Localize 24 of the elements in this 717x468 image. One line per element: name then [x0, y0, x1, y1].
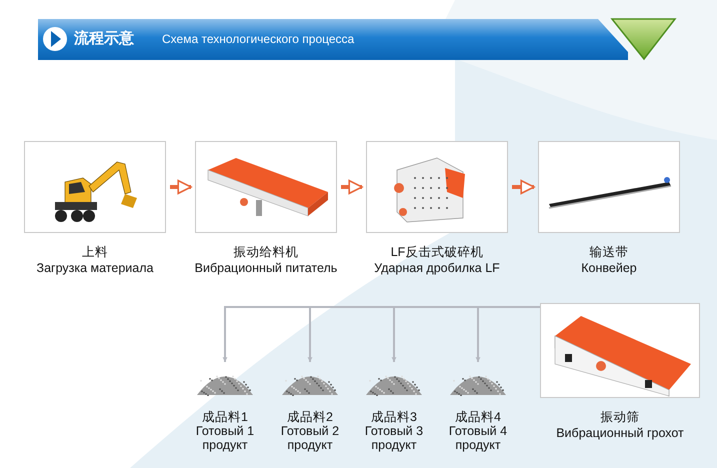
russian-caption: Вибрационный питатель: [194, 261, 338, 275]
chinese-caption: LF反击式破碎机: [390, 245, 484, 259]
russian-caption: Загрузка материала: [36, 261, 154, 275]
block-arrow: [341, 180, 363, 194]
russian-caption: Конвейер: [580, 261, 638, 275]
russian-caption: Готовый 2 продукт: [280, 424, 340, 452]
russian-caption: Готовый 3 продукт: [364, 424, 424, 452]
chinese-caption: 成品料3: [370, 410, 418, 424]
chinese-caption: 输送带: [588, 245, 630, 259]
chinese-caption: 上料: [81, 245, 109, 259]
block-arrow: [170, 180, 192, 194]
russian-caption: Готовый 1 продукт: [194, 424, 256, 452]
arrow: [476, 306, 540, 362]
russian-caption: Вибрационный грохот: [555, 426, 685, 440]
header-title: 流程示意: [74, 29, 134, 48]
russian-caption: Ударная дробилка LF: [373, 261, 501, 275]
block-arrow: [512, 180, 535, 194]
header-subtitle: Схема технологического процесса: [162, 32, 354, 46]
chinese-caption: 成品料1: [201, 410, 249, 424]
chinese-caption: 成品料4: [454, 410, 502, 424]
chinese-caption: 振动筛: [600, 410, 640, 424]
russian-caption: Готовый 4 продукт: [448, 424, 508, 452]
chinese-caption: 振动给料机: [232, 245, 300, 259]
chinese-caption: 成品料2: [286, 410, 334, 424]
